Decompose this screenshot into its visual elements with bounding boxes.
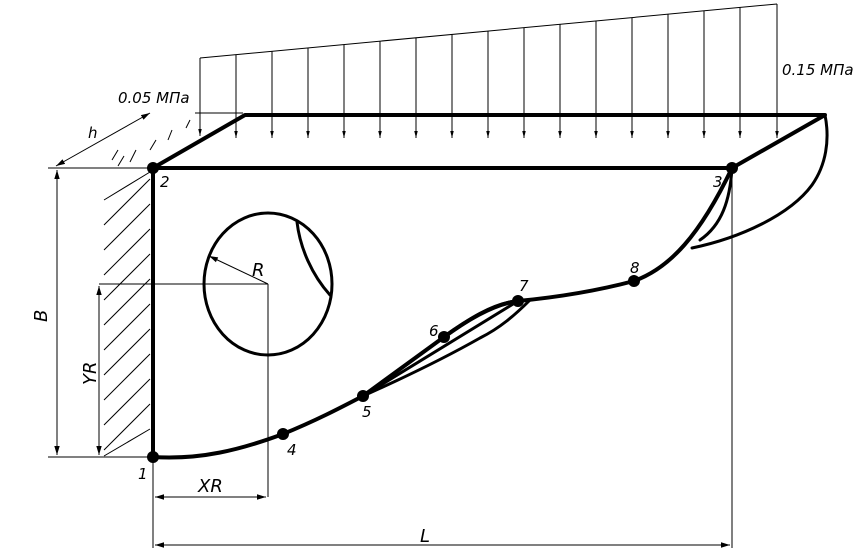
load-diagram [195, 3, 779, 138]
right-pressure-label: 0.15 МПа [782, 61, 854, 79]
point-6 [438, 331, 450, 343]
hatch-line [103, 178, 151, 226]
thickness-label: h [88, 124, 98, 142]
point-6-label: 6 [429, 322, 439, 340]
point-4 [277, 428, 289, 440]
hatch-line [103, 353, 151, 401]
hatch-line [103, 278, 151, 326]
point-8 [628, 275, 640, 287]
radius-label: R [252, 260, 265, 281]
point-3 [726, 162, 738, 174]
point-7 [512, 295, 524, 307]
hatch-line [185, 119, 191, 129]
hatch-line [103, 203, 151, 251]
point-5-label: 5 [362, 403, 372, 421]
point-7-label: 7 [519, 277, 529, 295]
length-label: L [420, 526, 430, 547]
left-pressure-label: 0.05 МПа [118, 89, 190, 107]
hatch-line [103, 428, 151, 457]
point-2-label: 2 [160, 173, 170, 191]
hole-x-label: XR [197, 476, 223, 497]
points [147, 162, 738, 463]
hole-y-label: YR [80, 361, 101, 385]
point-8-label: 8 [630, 259, 640, 277]
point-2 [147, 162, 159, 174]
labels: 0.05 МПа 0.15 МПа h B YR XR L R 1 2 3 4 … [31, 61, 854, 547]
hatch-line [117, 155, 125, 167]
hatch-line [103, 171, 151, 201]
point-1-label: 1 [138, 465, 148, 483]
hatch-line [149, 139, 157, 151]
hatch-line [103, 303, 151, 351]
point-5 [357, 390, 369, 402]
point-1 [147, 451, 159, 463]
hatch-line [103, 228, 151, 276]
hatch-line [129, 149, 137, 163]
hatch-line [167, 129, 173, 141]
fixed-support [102, 119, 191, 458]
hatch-line [103, 328, 151, 376]
point-4-label: 4 [287, 441, 297, 459]
point-3-label: 3 [713, 173, 723, 191]
hole [99, 211, 334, 497]
height-label: B [31, 310, 52, 322]
hatch-line [103, 403, 151, 451]
dimensions [48, 112, 733, 548]
hatch-line [103, 378, 151, 426]
plate [151, 113, 829, 460]
hatch-line [103, 253, 151, 301]
hatch-line [111, 149, 119, 161]
load-arrows [198, 4, 779, 138]
